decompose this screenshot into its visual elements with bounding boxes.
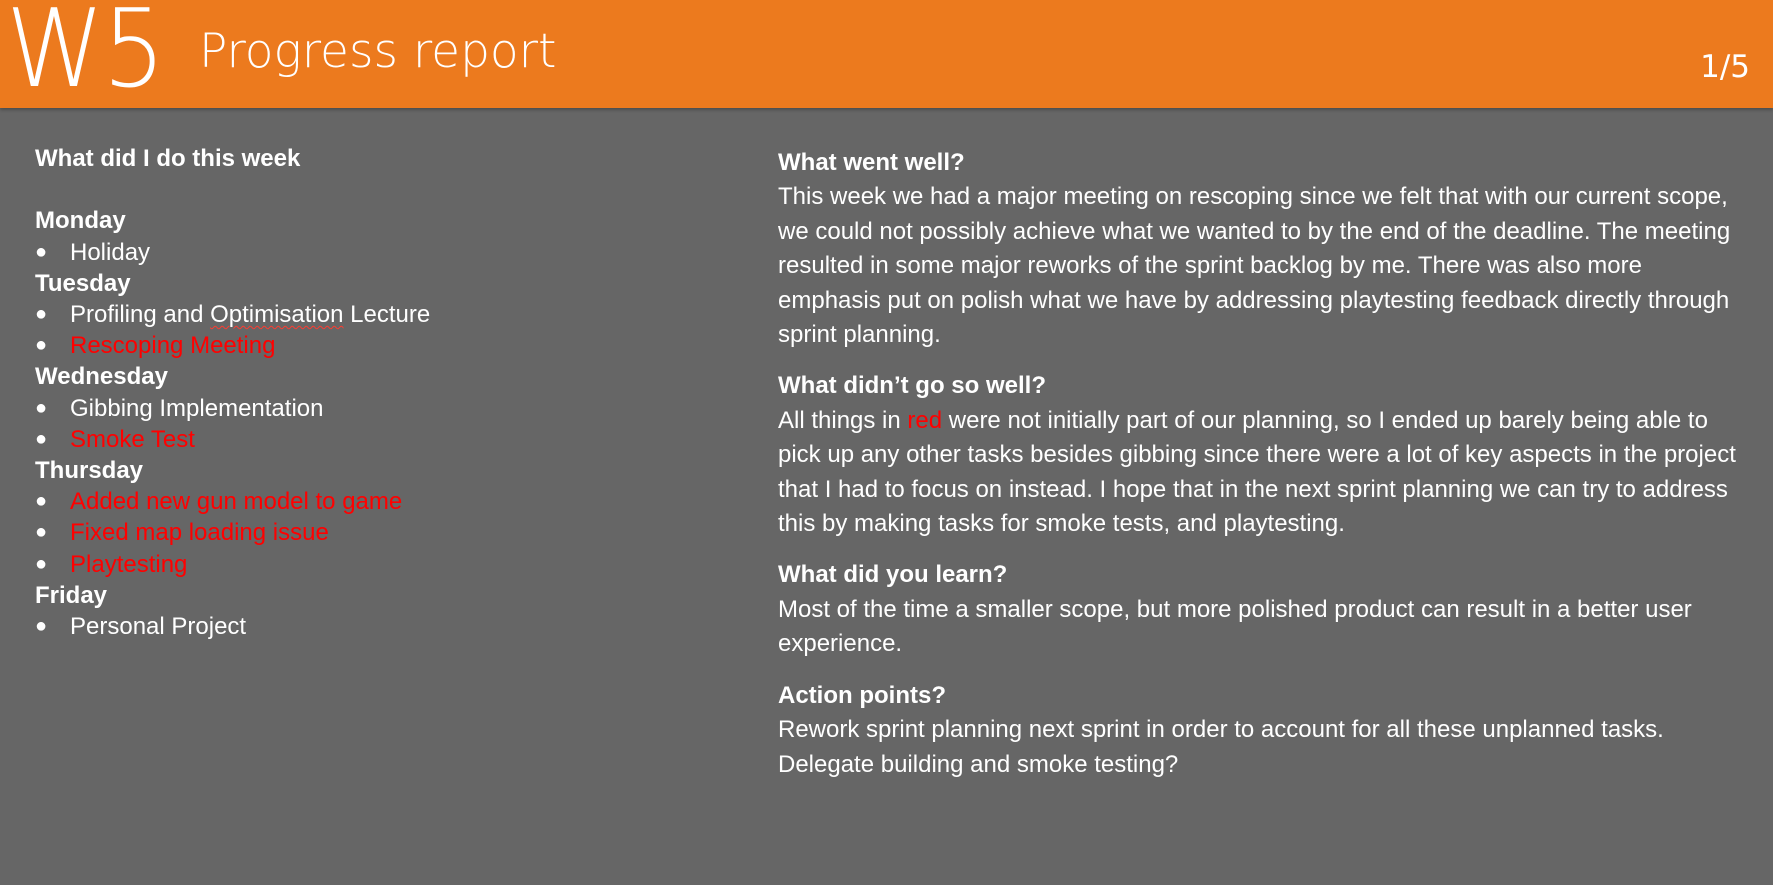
item-text-part: Lecture bbox=[343, 301, 431, 328]
day-monday: Monday bbox=[35, 207, 126, 235]
bullet-icon: ● bbox=[35, 303, 48, 325]
list-item: ● Holiday bbox=[35, 237, 735, 268]
red-highlight-word: red bbox=[907, 406, 943, 434]
learn-question: What did you learn? bbox=[778, 561, 1008, 589]
list-item: ● Gibbing Implementation bbox=[35, 393, 735, 424]
item-text: Gibbing Implementation bbox=[70, 394, 324, 422]
week-label: W5 bbox=[6, 0, 166, 112]
item-text-part: Profiling and bbox=[70, 301, 211, 328]
answer-text: were not initially part of our planning,… bbox=[778, 406, 1736, 538]
bullet-icon: ● bbox=[35, 396, 48, 419]
list-item: ● Added new gun model to game bbox=[35, 486, 735, 517]
not-well-section: What didn’t go so well? All things in re… bbox=[778, 369, 1748, 541]
went-well-section: What went well? This week we had a major… bbox=[778, 146, 1748, 352]
activity-heading: What did I do this week bbox=[35, 145, 301, 172]
list-item: ● Smoke Test bbox=[35, 424, 735, 455]
item-text: Added new gun model to game bbox=[70, 488, 403, 516]
bullet-icon: ● bbox=[35, 521, 48, 544]
item-text: Personal Project bbox=[70, 613, 247, 641]
item-text: Smoke Test bbox=[70, 425, 195, 453]
slide-title: Progress report bbox=[199, 24, 557, 79]
item-text: Holiday bbox=[70, 238, 151, 266]
action-point: Delegate building and smoke testing? bbox=[778, 750, 1179, 778]
list-item: ● Rescoping Meeting bbox=[35, 330, 735, 361]
not-well-answer: All things in red were not initially par… bbox=[778, 404, 1748, 542]
went-well-answer: This week we had a major meeting on resc… bbox=[778, 183, 1731, 349]
item-text-misspelled: Optimisation bbox=[210, 301, 344, 328]
bullet-icon: ● bbox=[35, 615, 48, 638]
learn-answer: Most of the time a smaller scope, but mo… bbox=[778, 595, 1692, 658]
day-friday: Friday bbox=[35, 581, 108, 609]
list-item: ● Personal Project bbox=[35, 611, 735, 642]
answer-text: All things in bbox=[778, 406, 908, 434]
item-text: Rescoping Meeting bbox=[70, 332, 276, 360]
list-item: ● Profiling and Optimisation Lecture bbox=[35, 299, 735, 330]
slide-header: W5 Progress report 1/5 bbox=[0, 0, 1773, 112]
day-tuesday: Tuesday bbox=[35, 269, 131, 297]
actions-question: Action points? bbox=[778, 681, 946, 709]
bullet-icon: ● bbox=[35, 334, 48, 357]
day-thursday: Thursday bbox=[35, 457, 144, 485]
actions-section: Action points? Rework sprint planning ne… bbox=[778, 679, 1748, 782]
item-text: Playtesting bbox=[70, 550, 188, 578]
bullet-icon: ● bbox=[35, 427, 48, 450]
action-point: Rework sprint planning next sprint in or… bbox=[778, 716, 1664, 744]
day-wednesday: Wednesday bbox=[35, 363, 168, 391]
list-item: ● Fixed map loading issue bbox=[35, 517, 735, 548]
went-well-question: What went well? bbox=[778, 149, 965, 176]
spacer bbox=[35, 174, 735, 205]
weekly-activity-column: What did I do this week Monday ● Holiday… bbox=[35, 143, 735, 642]
list-item: ● Playtesting bbox=[35, 549, 735, 580]
bullet-icon: ● bbox=[35, 552, 48, 575]
learn-section: What did you learn? Most of the time a s… bbox=[778, 558, 1748, 661]
page-number: 1/5 bbox=[1700, 49, 1750, 85]
item-text: Fixed map loading issue bbox=[70, 519, 329, 547]
reflection-column: What went well? This week we had a major… bbox=[778, 146, 1748, 799]
bullet-icon: ● bbox=[35, 490, 48, 513]
not-well-question: What didn’t go so well? bbox=[778, 372, 1046, 400]
bullet-icon: ● bbox=[35, 240, 48, 263]
